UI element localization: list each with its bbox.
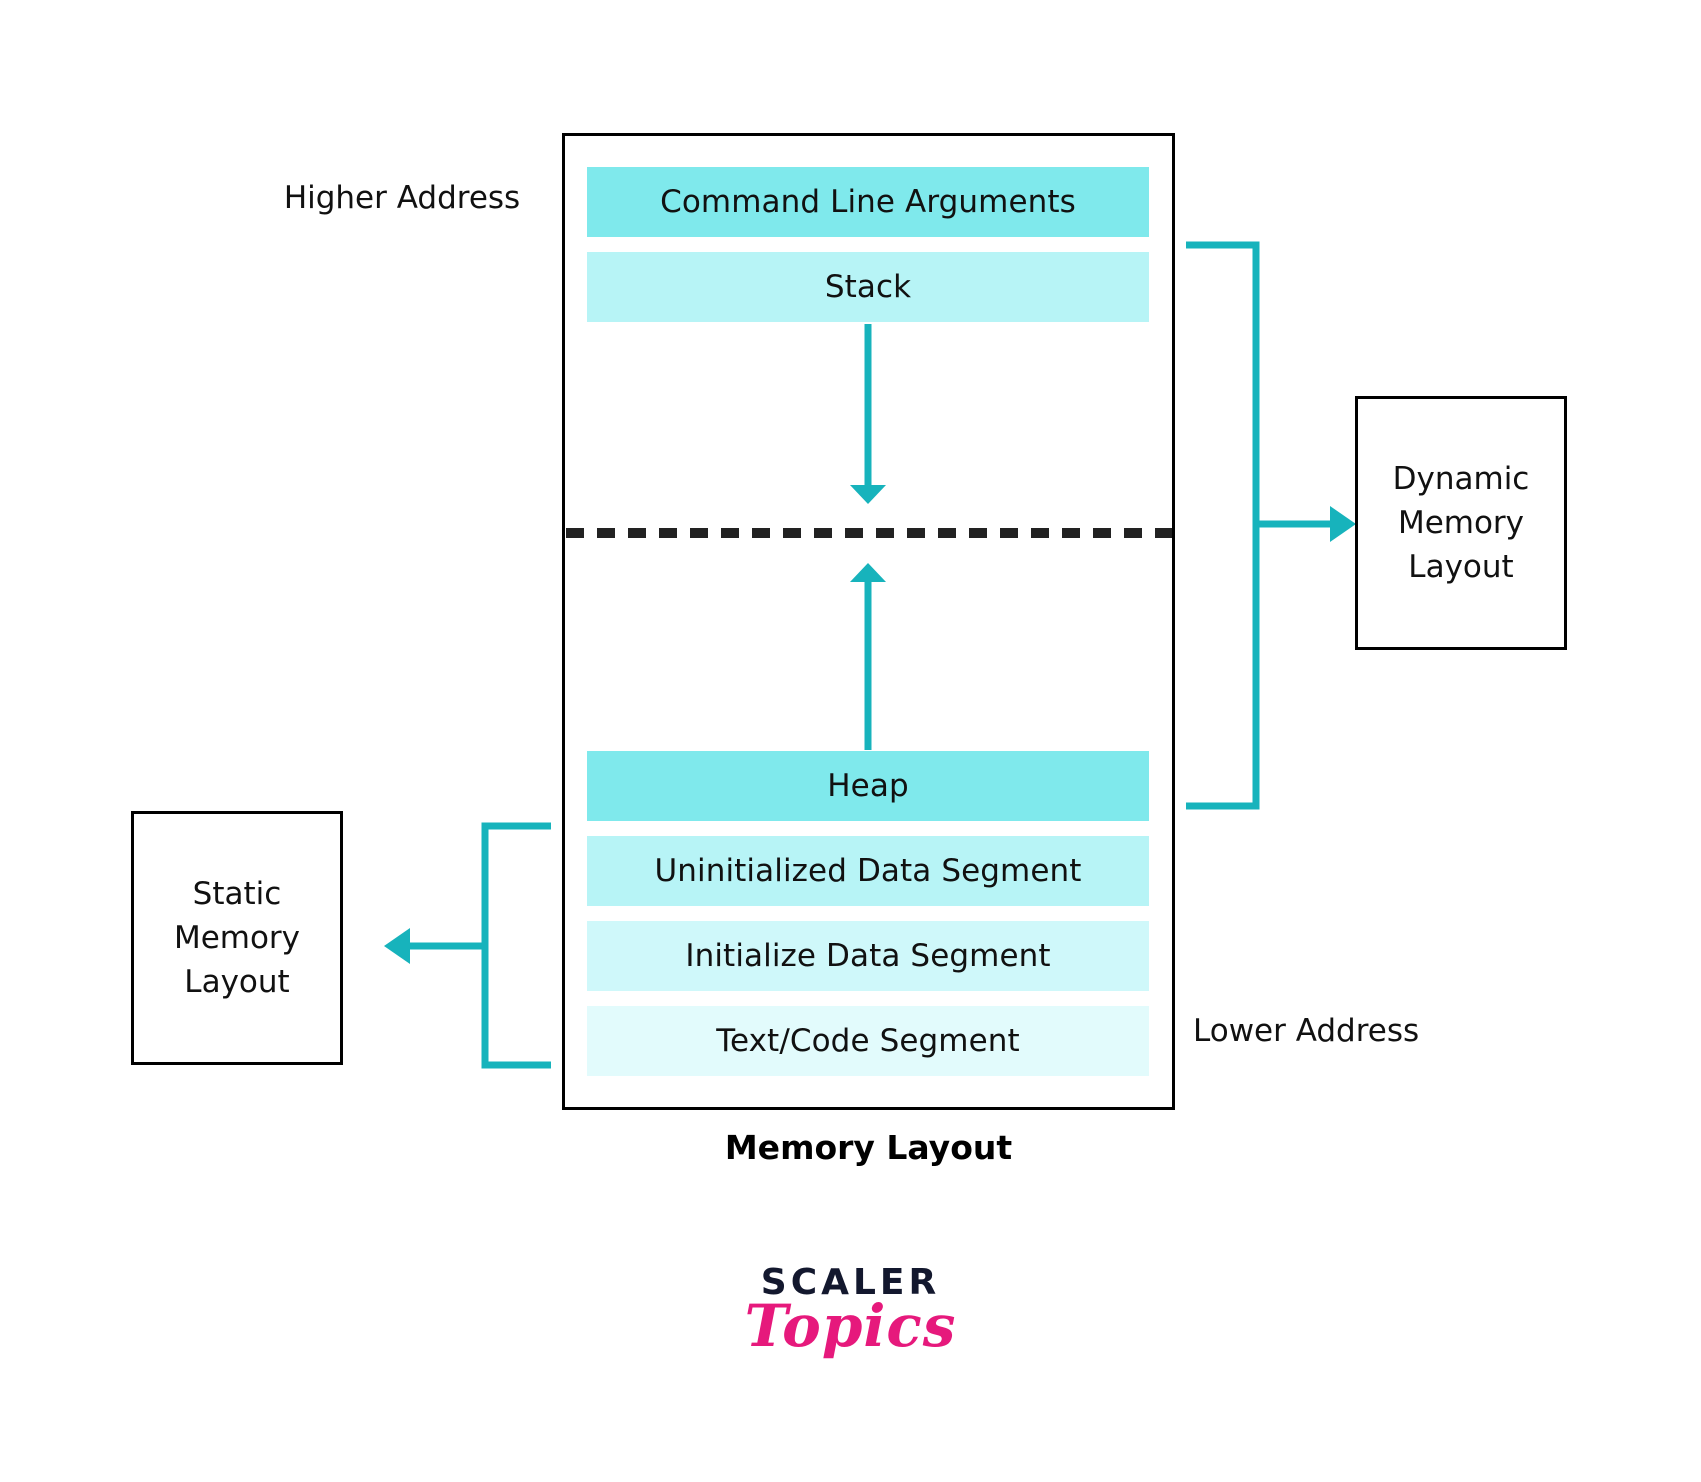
dynamic-memory-layout-text: Dynamic Memory Layout [1393,457,1530,589]
dynamic-memory-layout-box: Dynamic Memory Layout [1355,396,1567,650]
static-memory-layout-text: Static Memory Layout [174,872,300,1004]
segment-initialize-data: Initialize Data Segment [587,921,1149,991]
logo-scaler-wordmark: SCALER [760,1262,941,1303]
logo-topics-wordmark: Topics [744,1292,957,1360]
static-line-1: Static [192,875,282,912]
segment-command-line-arguments: Command Line Arguments [587,167,1149,237]
segment-heap: Heap [587,751,1149,821]
dynamic-line-1: Dynamic [1392,460,1530,497]
dynamic-line-2: Memory [1397,504,1525,541]
static-memory-layout-box: Static Memory Layout [131,811,343,1065]
dynamic-memory-connector [1186,241,1356,810]
segment-stack: Stack [587,252,1149,322]
dashed-divider-line [566,528,1172,538]
dynamic-line-3: Layout [1408,549,1514,585]
static-line-3: Layout [184,964,290,1000]
static-memory-connector [384,822,551,1069]
segment-text-code: Text/Code Segment [587,1006,1149,1076]
segment-uninitialized-data: Uninitialized Data Segment [587,836,1149,906]
static-line-2: Memory [173,919,301,956]
diagram-caption: Memory Layout [724,1128,1013,1167]
scaler-topics-logo: SCALER Topics [0,1262,1701,1360]
higher-address-label: Higher Address [283,180,521,216]
lower-address-label: Lower Address [1193,1013,1420,1049]
